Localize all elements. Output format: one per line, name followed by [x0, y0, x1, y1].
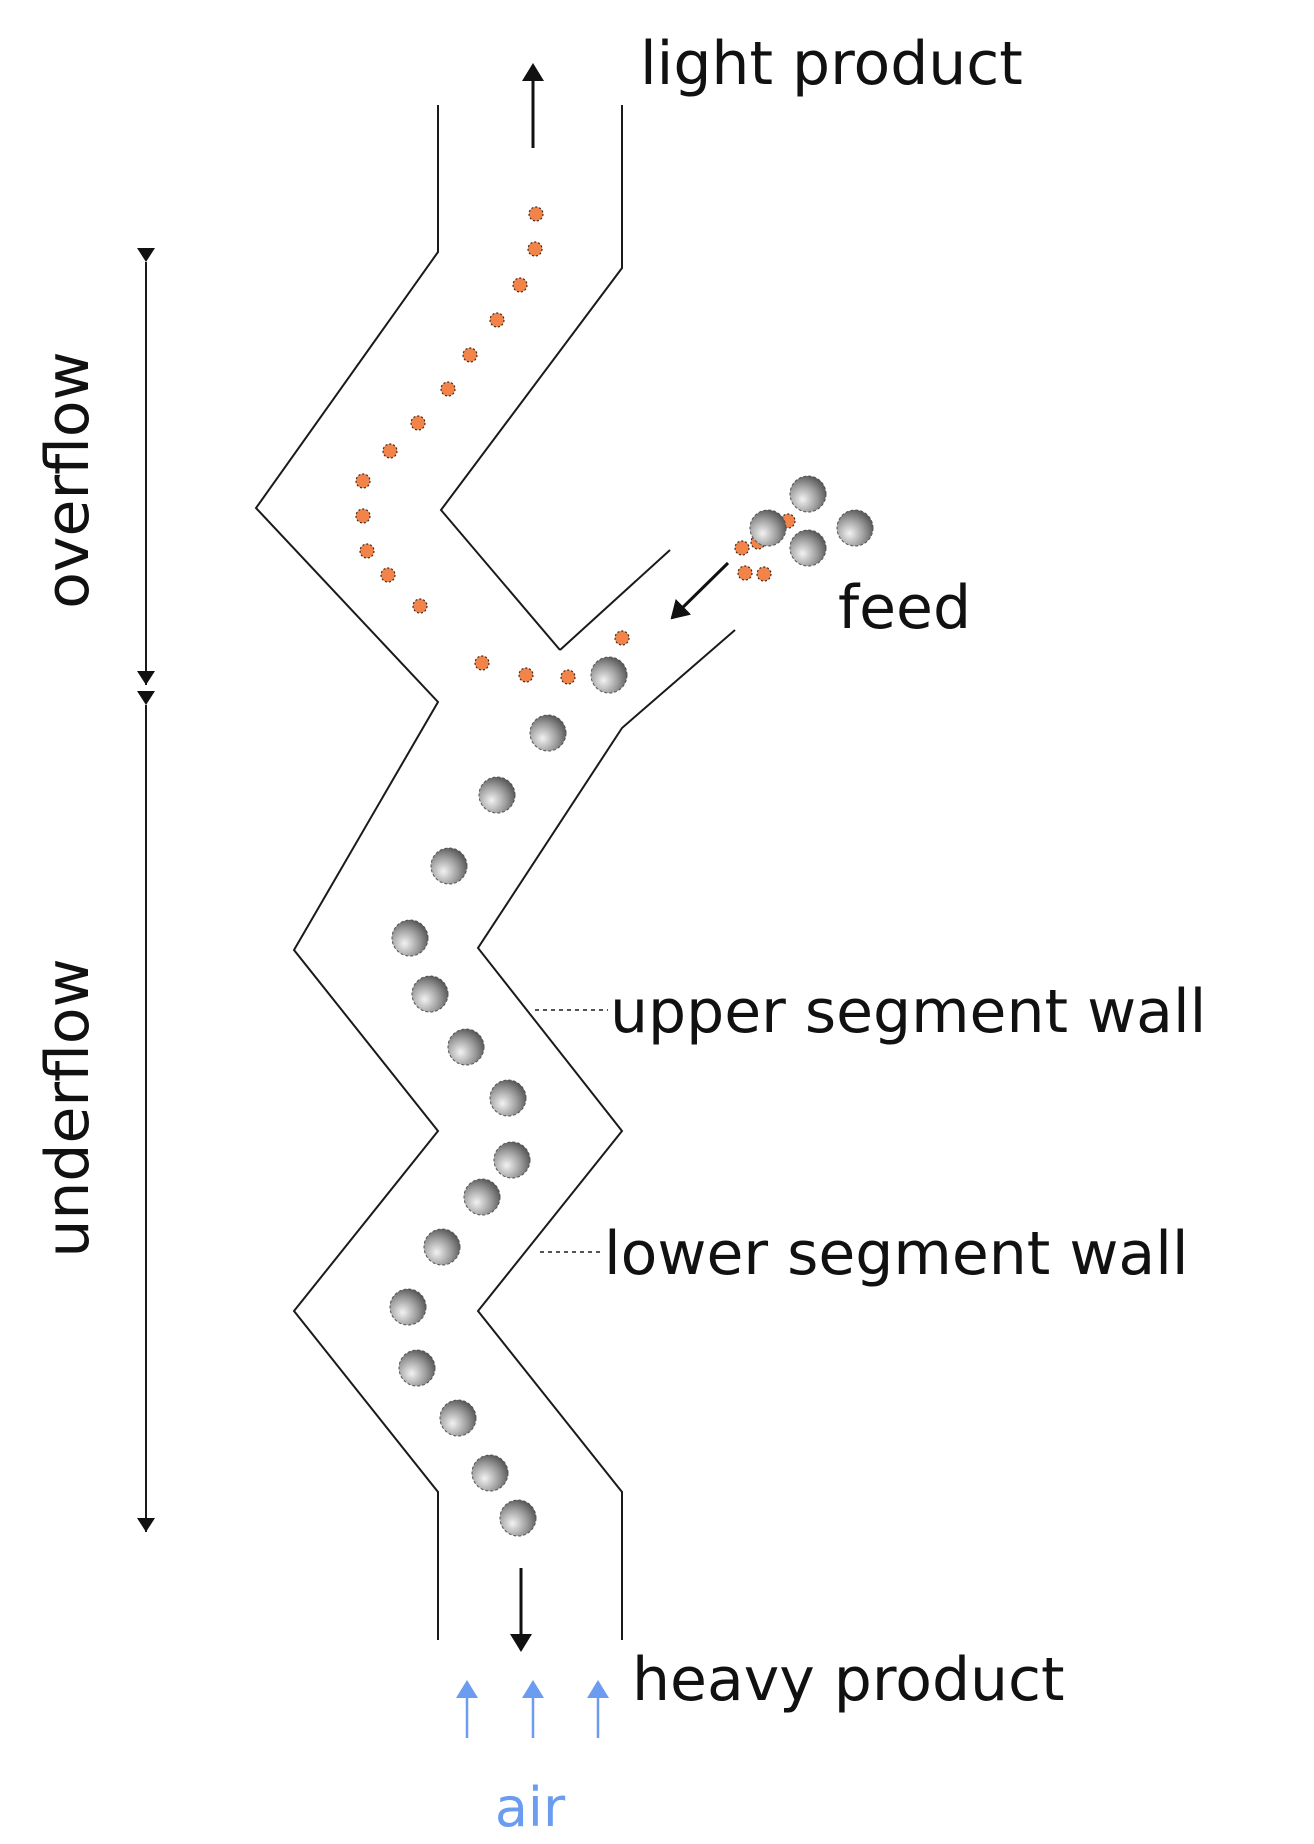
- heavy-particle: [836, 509, 874, 547]
- heavy-particle: [789, 475, 827, 513]
- heavy-particle: [478, 776, 516, 814]
- light-particle: [380, 567, 396, 583]
- heavy-particle: [447, 1028, 485, 1066]
- overflow-label: overflow: [33, 351, 103, 608]
- feed-inlet-top-wall: [559, 549, 671, 651]
- heavy-particle: [529, 714, 567, 752]
- heavy-particle: [749, 509, 787, 547]
- feed-arrow-icon: [670, 561, 730, 620]
- light-particle: [410, 415, 426, 431]
- right-wall-lower: [476, 629, 736, 1640]
- light-particle: [512, 277, 528, 293]
- light-particle: [734, 540, 750, 556]
- heavy-particle: [590, 656, 628, 694]
- left-wall-upper: [254, 105, 440, 1640]
- right-wall-upper: [439, 105, 623, 651]
- heavy-particle: [489, 1079, 527, 1117]
- light-particle: [355, 473, 371, 489]
- light-product-label: light product: [640, 29, 1023, 99]
- heavy-particle: [471, 1454, 509, 1492]
- light-particle: [518, 667, 534, 683]
- heavy-particle: [493, 1141, 531, 1179]
- light-particle: [440, 381, 456, 397]
- light-particle: [474, 655, 490, 671]
- light-particle: [756, 566, 772, 582]
- heavy-particle: [463, 1178, 501, 1216]
- heavy-particle: [439, 1399, 477, 1437]
- heavy-particle: [411, 975, 449, 1013]
- feed-label: feed: [838, 573, 971, 643]
- channel-walls: [254, 105, 736, 1640]
- lower-segment-wall-label: lower segment wall: [604, 1219, 1189, 1289]
- underflow-label: underflow: [33, 958, 103, 1257]
- light-particle: [359, 543, 375, 559]
- upper-segment-wall-label: upper segment wall: [610, 977, 1206, 1047]
- light-particle: [382, 443, 398, 459]
- light-particle: [489, 312, 505, 328]
- heavy-particle: [499, 1499, 537, 1537]
- air-label: air: [495, 1776, 566, 1839]
- heavy-particles: [389, 475, 874, 1537]
- heavy-product-label: heavy product: [632, 1645, 1065, 1715]
- light-particle: [527, 241, 543, 257]
- heavy-particle: [398, 1349, 436, 1387]
- light-particle: [528, 206, 544, 222]
- heavy-particle: [430, 847, 468, 885]
- light-particle: [560, 669, 576, 685]
- light-particles: [355, 206, 796, 685]
- air-arrows: [456, 1680, 609, 1738]
- light-particle: [737, 565, 753, 581]
- light-particle: [614, 630, 630, 646]
- light-particle: [462, 347, 478, 363]
- heavy-particle: [389, 1288, 427, 1326]
- heavy-particle: [391, 919, 429, 957]
- heavy-particle: [789, 529, 827, 567]
- light-particle: [355, 508, 371, 524]
- light-particle: [412, 598, 428, 614]
- heavy-particle: [423, 1228, 461, 1266]
